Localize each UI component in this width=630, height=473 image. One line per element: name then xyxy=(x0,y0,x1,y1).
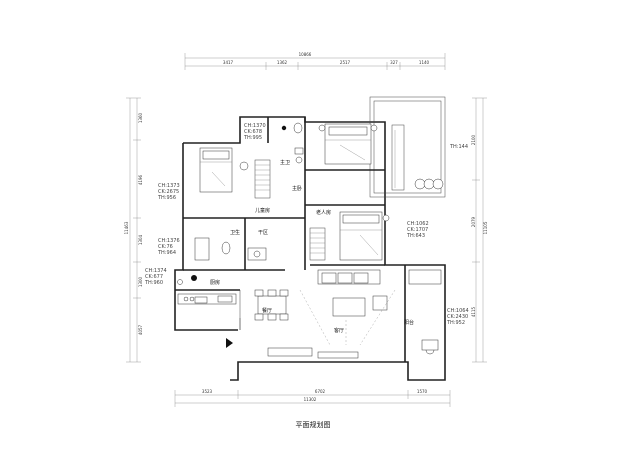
living-room-furniture xyxy=(267,269,396,359)
note-line: CK:1707 xyxy=(407,227,428,233)
bathroom-fixtures xyxy=(194,237,267,261)
notes-elder-room: CH:1062 CK:1707 TH:643 xyxy=(406,221,429,239)
right-dimension-1: 2100 xyxy=(471,134,476,145)
notes-kitchen: CH:1374 CK:677 TH:960 xyxy=(144,268,167,286)
notes-balcony-bottom: CH:1064 CK:2430 TH:952 xyxy=(446,308,469,326)
note-line: TH:952 xyxy=(446,320,465,326)
note-line: CK:2430 xyxy=(447,314,468,320)
laundry-label: 干区 xyxy=(258,230,268,236)
bathroom-label: 卫生 xyxy=(230,229,240,236)
top-overall-dimension: 10866 xyxy=(299,52,312,57)
elder-room-label: 老人房 xyxy=(316,209,331,216)
note-line: CK:678 xyxy=(244,129,262,135)
note-line: CH:1064 xyxy=(447,308,469,314)
note-line: TH:960 xyxy=(144,280,163,286)
entry-door-marker xyxy=(226,318,241,348)
master-bedroom-label: 主卧 xyxy=(292,185,302,192)
top-dimension-1: 3417 xyxy=(223,60,234,65)
child-room-label: 儿童房 xyxy=(255,207,270,214)
child-room-bed xyxy=(199,147,249,193)
bottom-overall-dimension: 11302 xyxy=(304,397,317,402)
left-overall-dimension: 11463 xyxy=(124,221,129,234)
master-bed xyxy=(318,123,378,165)
note-line: CH:1370 xyxy=(244,123,266,129)
walls xyxy=(174,96,446,381)
note-line: CH:1062 xyxy=(407,221,429,227)
dining-label: 餐厅 xyxy=(262,307,272,314)
right-dimension-2: 2079 xyxy=(471,216,476,227)
wardrobe-hatching xyxy=(254,159,326,261)
master-bath-label: 主卫 xyxy=(280,159,290,166)
notes-balcony-top: TH:144 xyxy=(449,144,468,150)
top-dimension-2: 1362 xyxy=(277,60,288,65)
right-overall-dimension: 11105 xyxy=(483,221,488,234)
top-dimension-5: 1140 xyxy=(419,60,430,65)
note-line: CK:76 xyxy=(158,244,173,250)
drawing-title: 平面规划图 xyxy=(296,420,331,429)
living-label: 客厅 xyxy=(334,327,344,334)
left-dimension-5: 4057 xyxy=(138,324,143,335)
note-line: CK:677 xyxy=(145,274,163,280)
right-dimension-3: 4115 xyxy=(471,306,476,317)
bottom-dimension-2: 6702 xyxy=(315,389,326,394)
balcony-plants xyxy=(391,124,444,191)
note-line: TH:956 xyxy=(157,195,176,201)
note-line: CH:1373 xyxy=(158,183,180,189)
top-dimension-4: 327 xyxy=(390,60,398,65)
note-line: CK:2675 xyxy=(158,189,179,195)
left-dimension-chain: 1360 4196 1304 1300 4057 11463 xyxy=(124,97,143,363)
kitchen-label: 厨房 xyxy=(210,279,220,286)
notes-master-top: CH:1370 CK:678 TH:995 xyxy=(243,123,266,141)
bottom-dimension-chain: 3523 6702 1570 11302 xyxy=(174,389,451,407)
balcony-label: 阳台 xyxy=(404,319,414,326)
bottom-dimension-1: 3523 xyxy=(202,389,213,394)
note-line: CH:1374 xyxy=(145,268,167,274)
master-bath-fixtures xyxy=(281,122,304,164)
note-line: TH:144 xyxy=(449,144,468,150)
right-dimension-chain: 2100 2079 4115 11105 xyxy=(471,97,488,363)
note-line: TH:995 xyxy=(243,135,262,141)
left-dimension-1: 1360 xyxy=(138,112,143,123)
notes-child-room: CH:1373 CK:2675 TH:956 xyxy=(157,183,180,201)
kitchen-counter xyxy=(177,275,237,305)
left-dimension-3: 1304 xyxy=(138,234,143,245)
note-line: CH:1376 xyxy=(158,238,180,244)
left-dimension-4: 1300 xyxy=(138,276,143,287)
notes-bathroom: CH:1376 CK:76 TH:964 xyxy=(157,238,180,256)
dining-table-set xyxy=(254,289,289,321)
elder-room-bed xyxy=(339,211,390,261)
note-line: TH:643 xyxy=(406,233,425,239)
top-dimension-3: 2517 xyxy=(340,60,351,65)
left-dimension-2: 4196 xyxy=(138,174,143,185)
bottom-dimension-3: 1570 xyxy=(417,389,428,394)
bottom-balcony xyxy=(408,269,442,355)
top-dimension-chain: 10866 3417 1362 2517 327 1140 xyxy=(184,52,446,70)
note-line: TH:964 xyxy=(157,250,176,256)
